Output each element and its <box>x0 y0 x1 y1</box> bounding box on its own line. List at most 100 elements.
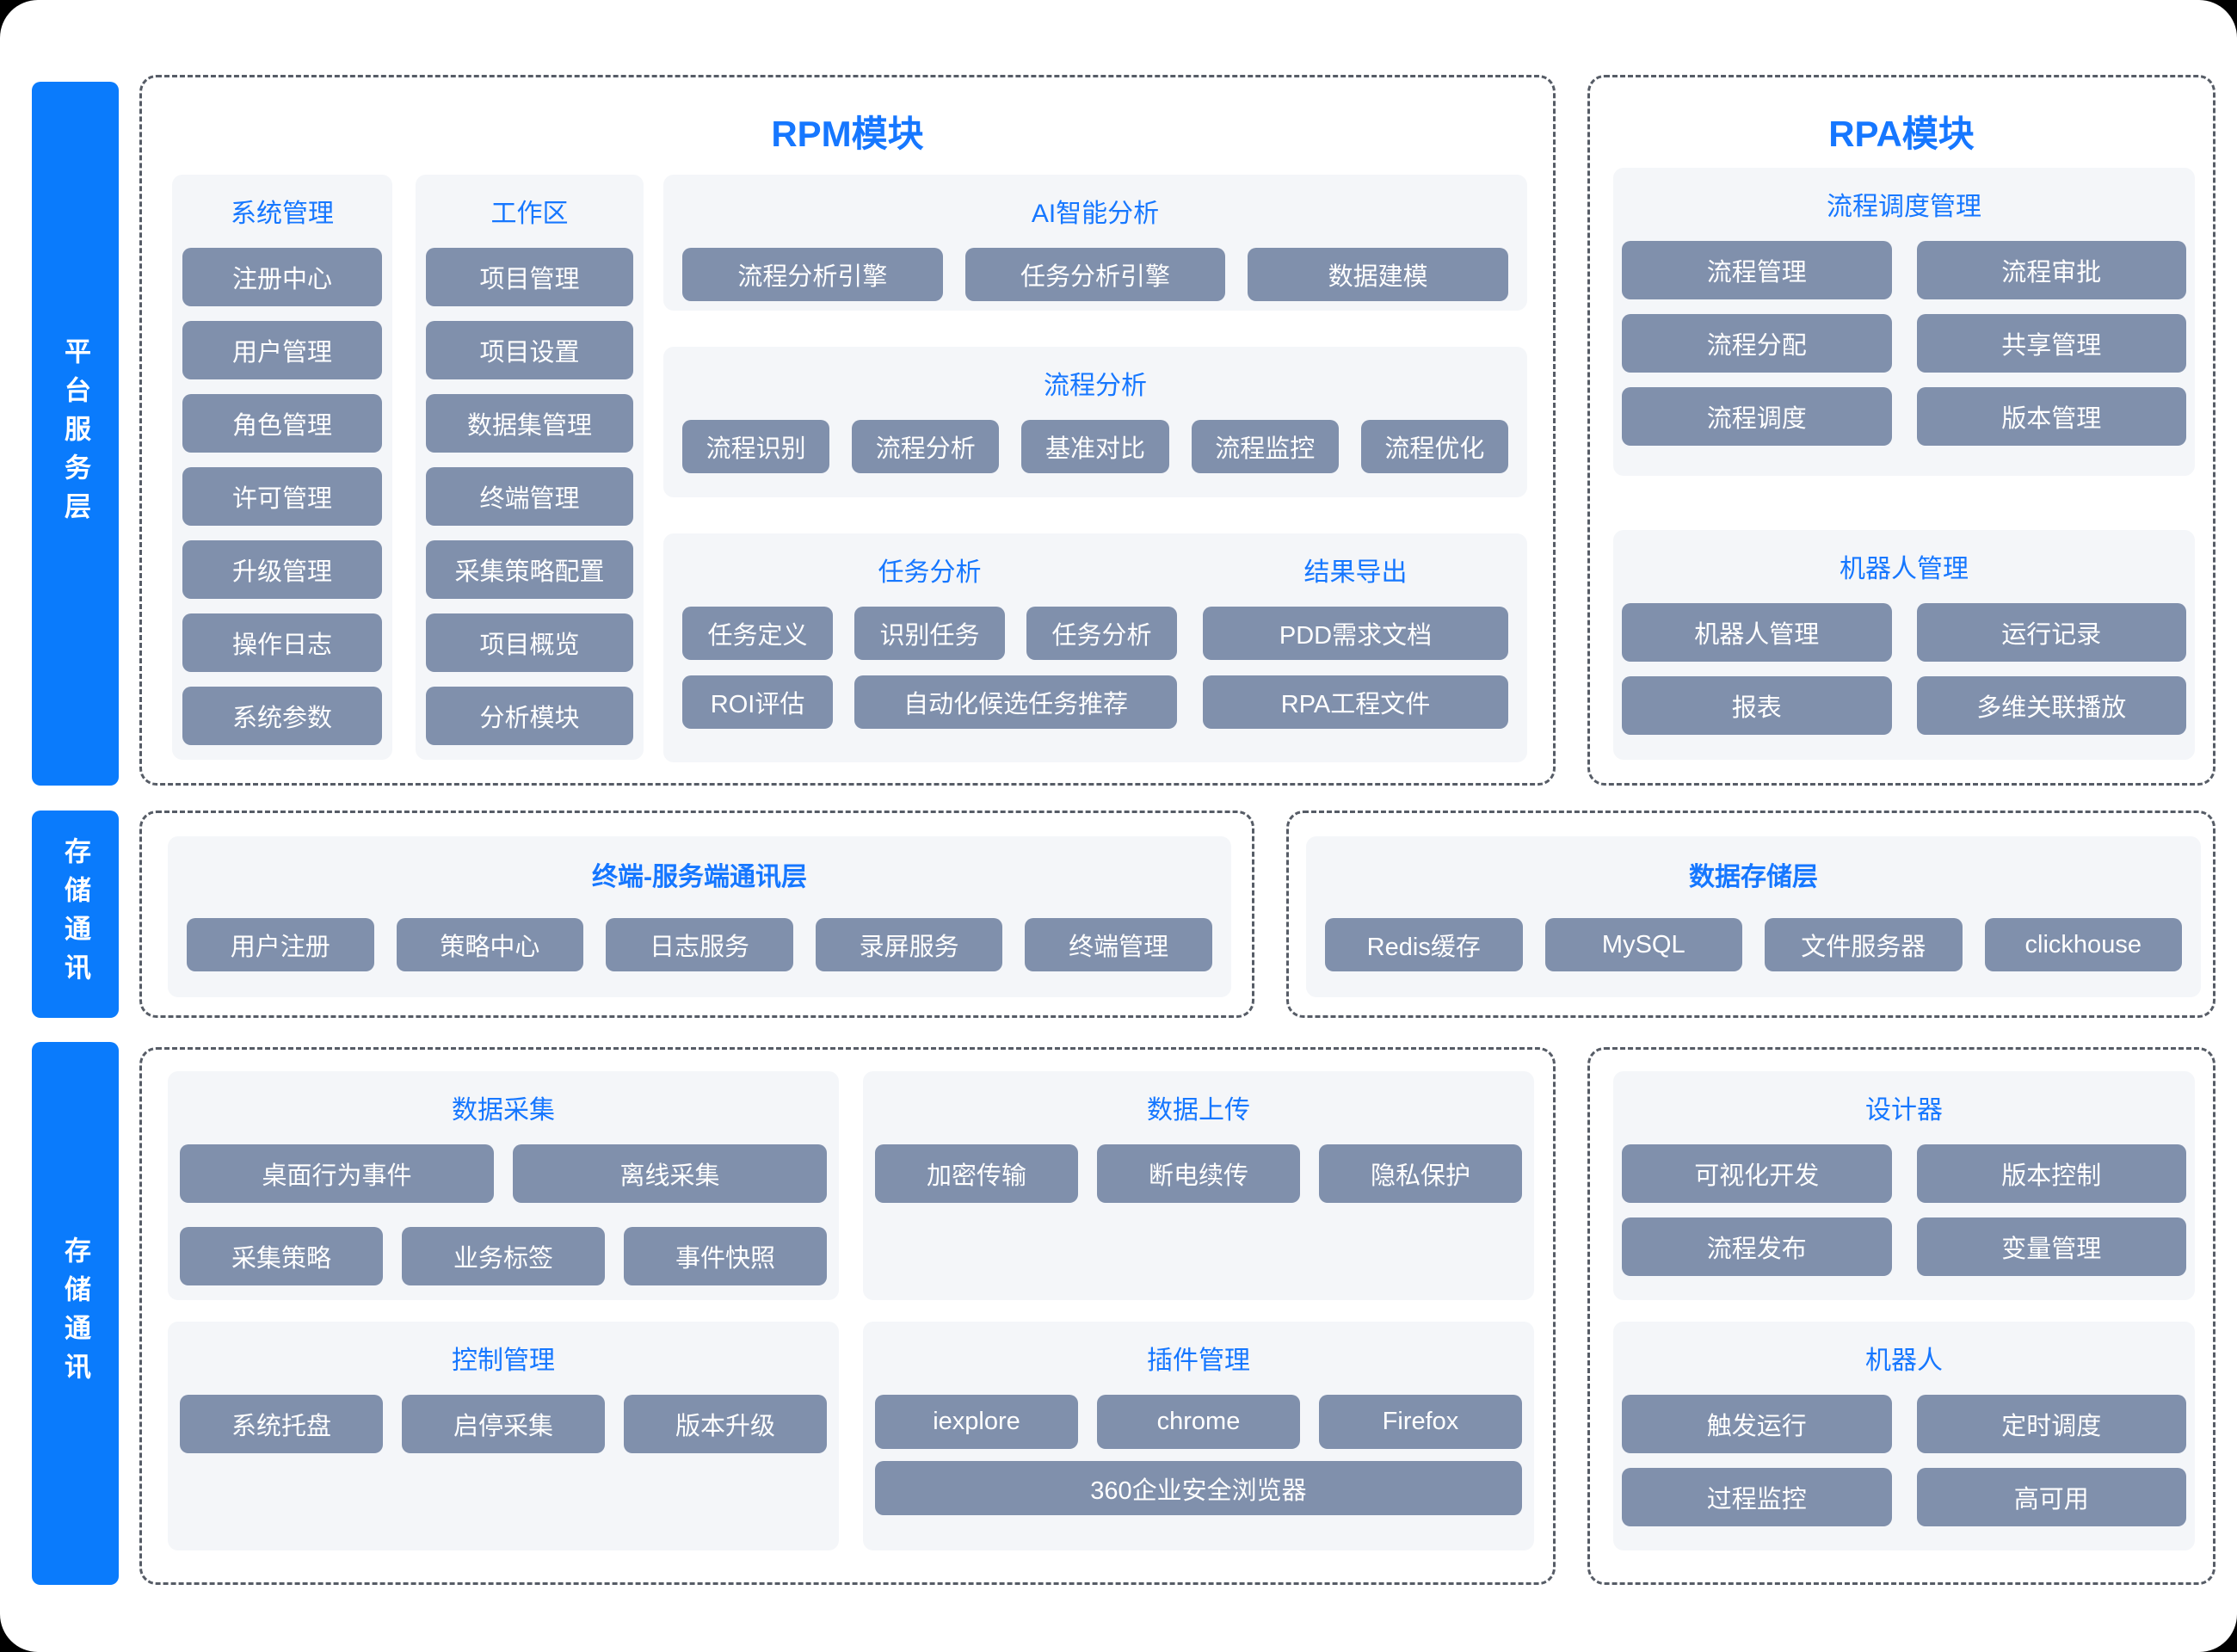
version-upgrade-button: 版本升级 <box>624 1395 827 1453</box>
data-collection-row-1: 桌面行为事件 离线采集 <box>168 1144 839 1203</box>
rpa-module-box: RPA模块 流程调度管理 流程管理 流程审批 流程分配 共享管理 流程调度 版本… <box>1587 75 2215 786</box>
ai-analysis-panel: AI智能分析 流程分析引擎 任务分析引擎 数据建模 <box>663 175 1527 311</box>
result-export-title: 结果导出 <box>1303 558 1408 587</box>
system-management-items: 注册中心 用户管理 角色管理 许可管理 升级管理 操作日志 系统参数 <box>172 248 392 745</box>
file-server-button: 文件服务器 <box>1765 918 1963 971</box>
rail-platform-service-layer: 平台服务层 <box>32 82 119 786</box>
data-storage-layer-items: Redis缓存 MySQL 文件服务器 clickhouse <box>1306 918 2201 971</box>
plugin-management-title: 插件管理 <box>1147 1347 1250 1375</box>
system-management-panel: 系统管理 注册中心 用户管理 角色管理 许可管理 升级管理 操作日志 系统参数 <box>172 175 392 760</box>
firefox-button: Firefox <box>1319 1395 1522 1449</box>
robot-management-items: 机器人管理 运行记录 报表 多维关联播放 <box>1613 603 2195 735</box>
comm-layer-panel: 终端-服务端通讯层 用户注册 策略中心 日志服务 录屏服务 终端管理 <box>168 836 1231 997</box>
process-analysis-panel: 流程分析 流程识别 流程分析 基准对比 流程监控 流程优化 <box>663 347 1527 497</box>
rpm-module-box: RPM模块 系统管理 注册中心 用户管理 角色管理 许可管理 升级管理 操作日志… <box>139 75 1556 786</box>
rail-storage-comm-bottom-label: 存储通讯 <box>60 1236 90 1391</box>
chrome-button: chrome <box>1097 1395 1300 1449</box>
project-management-button: 项目管理 <box>426 248 633 306</box>
data-upload-title: 数据上传 <box>1147 1096 1250 1125</box>
task-analysis-row-2: ROI评估 自动化候选任务推荐 <box>682 675 1177 729</box>
high-availability-button: 高可用 <box>1916 1468 2186 1526</box>
automation-candidate-recommendation-button: 自动化候选任务推荐 <box>854 675 1177 729</box>
registry-center-button: 注册中心 <box>182 248 382 306</box>
process-analysis-button: 流程分析 <box>852 420 1000 473</box>
reports-button: 报表 <box>1622 676 1892 735</box>
log-service-button: 日志服务 <box>606 918 793 971</box>
robot-title: 机器人 <box>1865 1347 1943 1375</box>
process-scheduling-title: 流程调度管理 <box>1827 193 1981 221</box>
terminal-management-comm-button: 终端管理 <box>1025 918 1212 971</box>
business-tags-button: 业务标签 <box>402 1227 605 1285</box>
collection-policy-config-button: 采集策略配置 <box>426 540 633 599</box>
rail-storage-comm-middle: 存储通讯 <box>32 811 119 1018</box>
rpa-module-title: RPA模块 <box>1828 114 1975 154</box>
task-analysis-export-panel: 任务分析 任务定义 识别任务 任务分析 ROI评估 自动化候选任务推荐 结果导出… <box>663 533 1527 762</box>
data-upload-items: 加密传输 断电续传 隐私保护 <box>863 1144 1534 1203</box>
control-management-items: 系统托盘 启停采集 版本升级 <box>168 1395 839 1453</box>
process-publish-button: 流程发布 <box>1622 1217 1892 1276</box>
process-analysis-engine-button: 流程分析引擎 <box>682 248 943 301</box>
process-scheduling-panel: 流程调度管理 流程管理 流程审批 流程分配 共享管理 流程调度 版本管理 <box>1613 168 2195 476</box>
result-export-section: 结果导出 PDD需求文档 RPA工程文件 <box>1203 533 1508 762</box>
process-optimization-button: 流程优化 <box>1360 420 1509 473</box>
visual-development-button: 可视化开发 <box>1622 1144 1892 1203</box>
workspace-items: 项目管理 项目设置 数据集管理 终端管理 采集策略配置 项目概览 分析模块 <box>416 248 644 745</box>
start-stop-collection-button: 启停采集 <box>402 1395 605 1453</box>
resume-transfer-button: 断电续传 <box>1097 1144 1300 1203</box>
screen-recording-service-button: 录屏服务 <box>815 918 1003 971</box>
clickhouse-button: clickhouse <box>1984 918 2182 971</box>
process-management-button: 流程管理 <box>1622 241 1892 299</box>
task-analysis-section: 任务分析 任务定义 识别任务 任务分析 ROI评估 自动化候选任务推荐 <box>682 533 1177 762</box>
robot-management-button: 机器人管理 <box>1622 603 1892 662</box>
process-monitoring-button: 流程监控 <box>1191 420 1339 473</box>
task-analysis-row-1: 任务定义 识别任务 任务分析 <box>682 607 1177 660</box>
scheduled-dispatch-button: 定时调度 <box>1916 1395 2186 1453</box>
license-management-button: 许可管理 <box>182 467 382 526</box>
collection-policy-button: 采集策略 <box>180 1227 383 1285</box>
plugin-management-row-1: iexplore chrome Firefox <box>863 1395 1534 1449</box>
analysis-module-button: 分析模块 <box>426 687 633 745</box>
iexplore-button: iexplore <box>875 1395 1078 1449</box>
version-management-button: 版本管理 <box>1916 387 2186 446</box>
control-management-title: 控制管理 <box>452 1347 555 1375</box>
data-upload-panel: 数据上传 加密传输 断电续传 隐私保护 <box>863 1071 1534 1300</box>
robot-management-panel: 机器人管理 机器人管理 运行记录 报表 多维关联播放 <box>1613 530 2195 760</box>
process-scheduling-items: 流程管理 流程审批 流程分配 共享管理 流程调度 版本管理 <box>1613 241 2195 446</box>
user-registration-button: 用户注册 <box>187 918 374 971</box>
robot-management-title: 机器人管理 <box>1840 555 1969 583</box>
system-parameters-button: 系统参数 <box>182 687 382 745</box>
pdd-requirement-doc-button: PDD需求文档 <box>1203 607 1508 660</box>
comm-layer-items: 用户注册 策略中心 日志服务 录屏服务 终端管理 <box>168 918 1231 971</box>
robot-panel: 机器人 触发运行 定时调度 过程监控 高可用 <box>1613 1322 2195 1550</box>
policy-center-button: 策略中心 <box>396 918 584 971</box>
rail-platform-label: 平台服务层 <box>60 336 90 531</box>
role-management-button: 角色管理 <box>182 394 382 453</box>
task-analysis-button: 任务分析 <box>1026 607 1177 660</box>
rpm-module-title: RPM模块 <box>771 114 924 154</box>
roi-evaluation-button: ROI评估 <box>682 675 834 729</box>
offline-collection-button: 离线采集 <box>513 1144 827 1203</box>
desktop-behavior-events-button: 桌面行为事件 <box>180 1144 494 1203</box>
user-management-button: 用户管理 <box>182 321 382 379</box>
data-modeling-button: 数据建模 <box>1248 248 1509 301</box>
process-approval-button: 流程审批 <box>1916 241 2186 299</box>
process-identification-button: 流程识别 <box>682 420 830 473</box>
client-box: 数据采集 桌面行为事件 离线采集 采集策略 业务标签 事件快照 数据上传 加密传… <box>139 1047 1556 1585</box>
task-analysis-title: 任务分析 <box>878 558 982 587</box>
multi-dim-playback-button: 多维关联播放 <box>1916 676 2186 735</box>
data-storage-layer-box: 数据存储层 Redis缓存 MySQL 文件服务器 clickhouse <box>1286 811 2215 1018</box>
data-collection-title: 数据采集 <box>452 1096 555 1125</box>
workspace-title: 工作区 <box>490 200 569 228</box>
plugin-management-panel: 插件管理 iexplore chrome Firefox 360企业安全浏览器 <box>863 1322 1534 1550</box>
data-storage-layer-panel: 数据存储层 Redis缓存 MySQL 文件服务器 clickhouse <box>1306 836 2201 997</box>
project-settings-button: 项目设置 <box>426 321 633 379</box>
ai-analysis-items: 流程分析引擎 任务分析引擎 数据建模 <box>663 248 1527 301</box>
process-analysis-title: 流程分析 <box>1044 372 1147 400</box>
process-scheduling-button: 流程调度 <box>1622 387 1892 446</box>
upgrade-management-button: 升级管理 <box>182 540 382 599</box>
privacy-protection-button: 隐私保护 <box>1319 1144 1522 1203</box>
workspace-panel: 工作区 项目管理 项目设置 数据集管理 终端管理 采集策略配置 项目概览 分析模… <box>416 175 644 760</box>
operation-log-button: 操作日志 <box>182 613 382 672</box>
process-allocation-button: 流程分配 <box>1622 314 1892 373</box>
designer-title: 设计器 <box>1865 1096 1943 1125</box>
